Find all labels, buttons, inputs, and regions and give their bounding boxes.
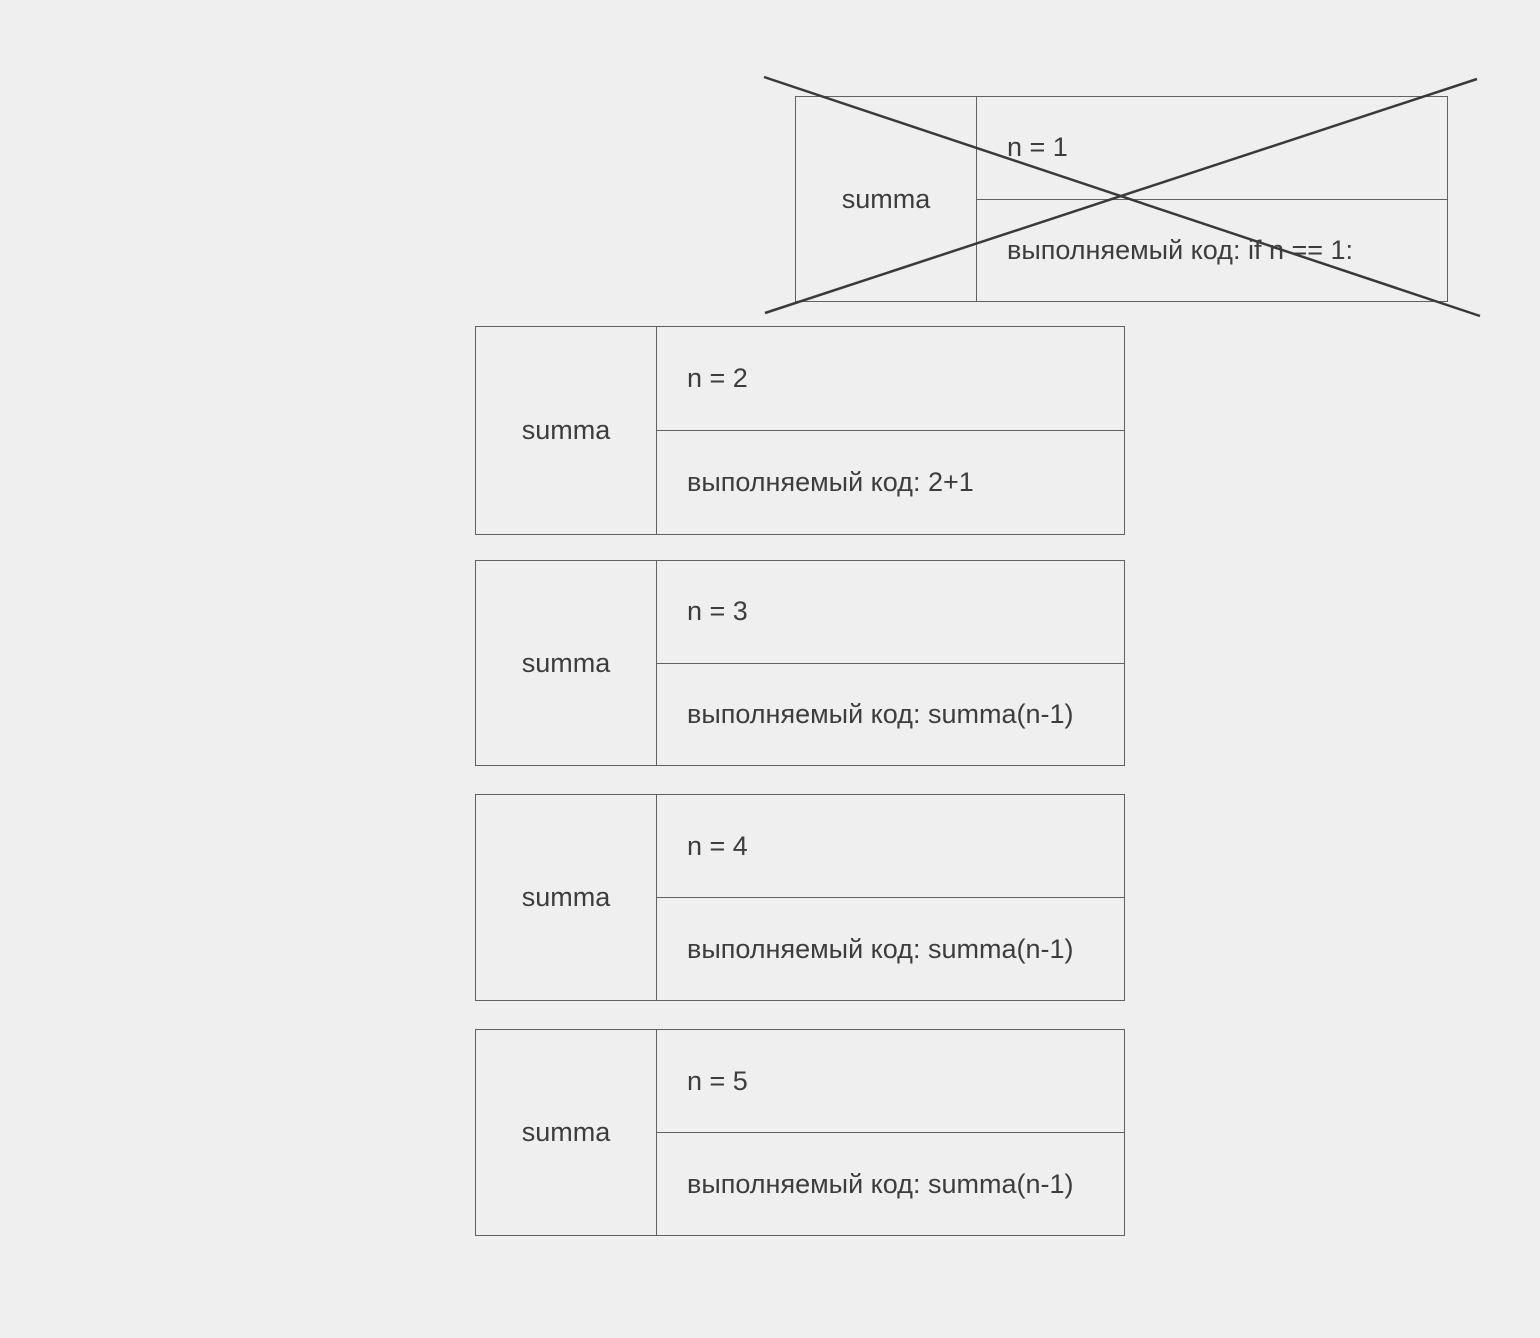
frame-n-row: n = 1 [977, 97, 1447, 200]
stack-frame-n1: summa n = 1 выполняемый код: if n == 1: [763, 75, 1481, 318]
frame-detail-cell: n = 2 выполняемый код: 2+1 [657, 327, 1124, 534]
frame-n-value: n = 4 [687, 830, 748, 861]
frame-n-value: n = 3 [687, 596, 748, 627]
frame-n-row: n = 5 [657, 1030, 1124, 1133]
frame-code-text: выполняемый код: summa(n-1) [687, 698, 1074, 729]
frame-n-value: n = 2 [687, 363, 748, 393]
frame-function-name: summa [841, 183, 931, 214]
frame-name-cell: summa [476, 327, 657, 534]
frame-detail-cell: n = 3 выполняемый код: summa(n-1) [657, 561, 1124, 765]
frame-n-value: n = 5 [687, 1065, 748, 1096]
frame-detail-cell: n = 1 выполняемый код: if n == 1: [977, 97, 1447, 301]
stack-frame-n3: summa n = 3 выполняемый код: summa(n-1) [475, 560, 1125, 766]
frame-name-cell: summa [476, 1030, 657, 1235]
frame-function-name: summa [521, 415, 611, 445]
stack-frame-n4: summa n = 4 выполняемый код: summa(n-1) [475, 794, 1125, 1001]
frame-n-value: n = 1 [1007, 132, 1068, 163]
frame-code-row: выполняемый код: summa(n-1) [657, 898, 1124, 1000]
frame-function-name: summa [521, 882, 611, 912]
frame-name-cell: summa [476, 795, 657, 1000]
frame-detail-cell: n = 4 выполняемый код: summa(n-1) [657, 795, 1124, 1000]
stack-frame-n5: summa n = 5 выполняемый код: summa(n-1) [475, 1029, 1125, 1236]
frame-code-row: выполняемый код: if n == 1: [977, 200, 1447, 302]
frame-code-row: выполняемый код: summa(n-1) [657, 664, 1124, 766]
frame-function-name: summa [521, 1117, 611, 1147]
frame-detail-cell: n = 5 выполняемый код: summa(n-1) [657, 1030, 1124, 1235]
frame-code-row: выполняемый код: 2+1 [657, 431, 1124, 534]
frame-function-name: summa [521, 647, 611, 678]
frame-name-cell: summa [476, 561, 657, 765]
frame-code-text: выполняемый код: summa(n-1) [687, 1168, 1074, 1199]
frame-n-row: n = 2 [657, 327, 1124, 431]
frame-code-text: выполняемый код: if n == 1: [1007, 234, 1354, 265]
frame-name-cell: summa [796, 97, 977, 301]
frame-code-text: выполняемый код: 2+1 [687, 467, 974, 497]
stack-frame-n2: summa n = 2 выполняемый код: 2+1 [475, 326, 1125, 535]
frame-code-row: выполняемый код: summa(n-1) [657, 1133, 1124, 1235]
frame-code-text: выполняемый код: summa(n-1) [687, 933, 1074, 964]
frame-n-row: n = 4 [657, 795, 1124, 898]
frame-n-row: n = 3 [657, 561, 1124, 664]
